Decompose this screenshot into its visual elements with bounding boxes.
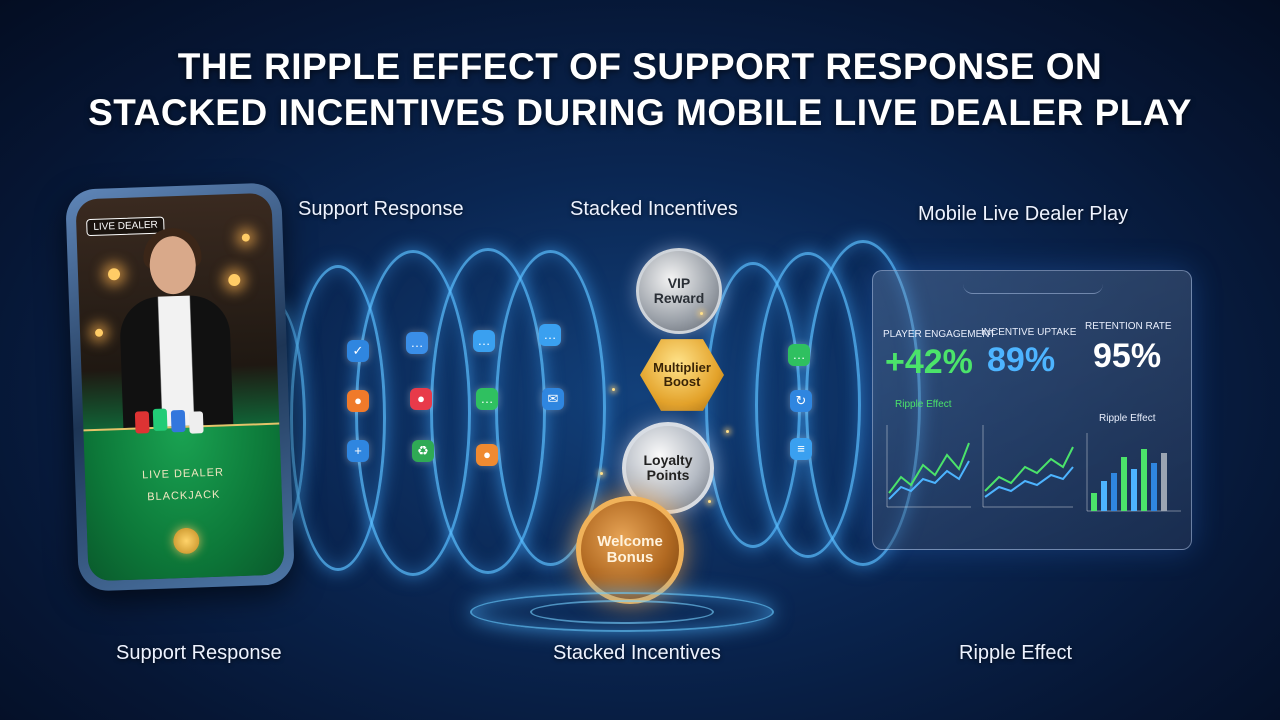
user-pin-icon: ●: [410, 388, 432, 410]
chat-bubble-icon: …: [788, 344, 810, 366]
bet-chip-icon: [172, 527, 200, 555]
phone-live-dealer: LIVE DEALER LIVE DEALER BLACKJACK: [65, 182, 295, 592]
metric-engagement-value: +42%: [885, 343, 973, 381]
table-text-live-dealer: LIVE DEALER: [141, 466, 225, 482]
chat-badge-icon: …: [406, 332, 428, 354]
user-icon: ●: [347, 390, 369, 412]
chart-1-blue-line: [888, 460, 970, 500]
metric-uptake-value: 89%: [987, 341, 1056, 379]
metric-retention-label: RETENTION RATE: [1085, 321, 1172, 332]
metric-retention-value: 95%: [1093, 337, 1162, 375]
page-title-line-2: STACKED INCENTIVES DURING MOBILE LIVE DE…: [88, 92, 1192, 133]
bar-1: [1091, 493, 1097, 511]
blackjack-table: LIVE DEALER BLACKJACK: [83, 408, 285, 582]
bar-2: [1101, 481, 1107, 511]
table-text-blackjack: BLACKJACK: [147, 488, 221, 504]
bar-8: [1161, 453, 1167, 511]
bar-4: [1121, 457, 1127, 511]
ripple-effect-label-2: Ripple Effect: [1099, 413, 1156, 424]
incentive-vip-reward: VIP Reward: [636, 248, 722, 334]
label-mobile-live-dealer-play: Mobile Live Dealer Play: [918, 203, 1129, 225]
label-stacked-incentives-top: Stacked Incentives: [570, 198, 738, 220]
chat-bubble-icon: …: [539, 324, 561, 346]
ripple-effect-label-1: Ripple Effect: [895, 399, 952, 410]
chat-dots-icon: …: [473, 330, 495, 352]
metric-uptake-label: INCENTIVE UPTAKE: [981, 327, 1077, 338]
glow-platform-inner: [530, 600, 714, 624]
user-plus-icon: +: [347, 440, 369, 462]
incentive-vip-reward-label: VIP Reward: [653, 275, 705, 306]
label-support-response-bottom: Support Response: [116, 642, 282, 664]
live-dealer-badge: LIVE DEALER: [86, 216, 166, 237]
bar-3: [1111, 473, 1117, 511]
metrics-dashboard: PLAYER ENGAGEMENT +42% INCENTIVE UPTAKE …: [872, 270, 1192, 550]
label-stacked-incentives-bottom: Stacked Incentives: [553, 642, 721, 664]
line-chart-1: [886, 425, 971, 508]
list-icon: ≡: [790, 438, 812, 460]
recycle-icon: ♻: [412, 440, 434, 462]
incentive-loyalty-points: Loyalty Points: [622, 422, 714, 514]
chart-1-green-line: [888, 442, 970, 494]
chart-2-blue-line: [984, 466, 1074, 498]
bar-5: [1131, 469, 1137, 511]
bar-chart: [1086, 433, 1181, 512]
refresh-icon: ↻: [790, 390, 812, 412]
line-chart-2: [982, 425, 1074, 508]
metric-engagement-label: PLAYER ENGAGEMENT: [883, 329, 996, 340]
bar-7: [1151, 463, 1157, 511]
label-ripple-effect-bottom: Ripple Effect: [959, 642, 1073, 664]
chart-2-green-line: [984, 446, 1074, 492]
bar-6: [1141, 449, 1147, 511]
incentive-multiplier-boost-label: Multiplier Boost: [653, 360, 711, 389]
incentive-welcome-bonus: Welcome Bonus: [576, 496, 684, 604]
incentive-loyalty-points-label: Loyalty Points: [643, 452, 693, 483]
glow-platform: [470, 592, 774, 632]
incentive-welcome-bonus-label: Welcome Bonus: [597, 533, 663, 566]
check-chat-icon: ✓: [347, 340, 369, 362]
chat-bubble-icon: …: [476, 388, 498, 410]
messenger-icon: ✉: [542, 388, 564, 410]
user-icon: ●: [476, 444, 498, 466]
label-support-response-top: Support Response: [298, 198, 464, 220]
page-title-line-1: THE RIPPLE EFFECT OF SUPPORT RESPONSE ON: [177, 46, 1103, 87]
